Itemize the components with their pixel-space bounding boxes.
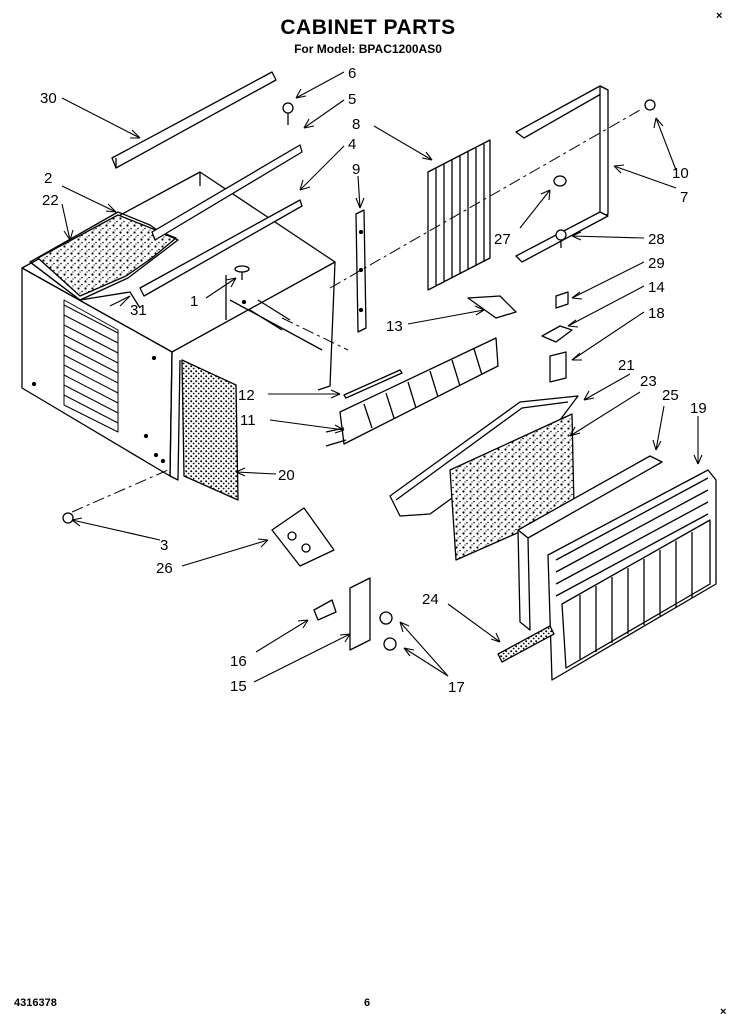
callout-11: 11 — [240, 412, 256, 429]
callout-8: 8 — [352, 116, 360, 133]
top-cover-part-22 — [37, 214, 177, 297]
screw-part-28 — [555, 229, 567, 248]
callout-27: 27 — [494, 231, 511, 248]
document-number: 4316378 — [14, 997, 57, 1009]
callout-30: 30 — [40, 90, 57, 107]
callout-26: 26 — [156, 560, 173, 577]
rail-part-4 — [139, 199, 303, 297]
callout-19: 19 — [690, 400, 707, 417]
callout-6: 6 — [348, 65, 356, 82]
front-grille-part-19 — [547, 469, 717, 681]
bracket-part-26 — [271, 507, 335, 567]
callout-28: 28 — [648, 231, 665, 248]
rod-part-12 — [343, 369, 403, 399]
grommet-part-27 — [553, 175, 567, 187]
callout-24: 24 — [422, 591, 439, 608]
callout-13: 13 — [386, 318, 403, 335]
screw-part-10 — [644, 99, 656, 111]
callout-31: 31 — [130, 302, 147, 319]
screw-part-3 — [62, 512, 74, 524]
top-rail-part-30 — [111, 71, 277, 169]
cabinet-body — [21, 171, 336, 481]
callout-22: 22 — [42, 192, 59, 209]
callout-14: 14 — [648, 279, 665, 296]
corner-mark-bottom-right: × — [720, 1006, 727, 1018]
filter-part-23 — [449, 413, 575, 561]
callout-2: 2 — [44, 170, 52, 187]
corner-mark-top-right: × — [716, 10, 723, 22]
callout-12: 12 — [238, 387, 255, 404]
callout-4: 4 — [348, 136, 356, 153]
side-insulation-part-20 — [181, 359, 239, 501]
mounting-plate-part-15 — [349, 577, 371, 651]
vent-assembly-part-11 — [325, 337, 499, 447]
callout-15: 15 — [230, 678, 247, 695]
callout-21: 21 — [618, 357, 635, 374]
top-seal-part-2 — [29, 211, 179, 301]
callout-17: 17 — [448, 679, 465, 696]
clip-part-16 — [313, 599, 337, 621]
callout-1: 1 — [190, 293, 198, 310]
strip-part-24 — [497, 625, 555, 663]
callout-10: 10 — [672, 165, 689, 182]
screw-part-6 — [282, 102, 294, 125]
louver-panel-part-8 — [427, 139, 491, 291]
model-subtitle: For Model: BPAC1200AS0 — [294, 42, 442, 56]
hinge-part-18 — [549, 351, 567, 383]
callout-25: 25 — [662, 387, 679, 404]
callout-29: 29 — [648, 255, 665, 272]
knob-part-1 — [234, 265, 250, 305]
screws-part-17 — [379, 611, 397, 651]
callout-7: 7 — [680, 189, 688, 206]
damper-part-13 — [467, 295, 517, 319]
front-frame-part-25 — [517, 455, 663, 631]
latch-part-14 — [541, 325, 573, 343]
callout-20: 20 — [278, 467, 295, 484]
page-number: 6 — [364, 997, 371, 1009]
clip-part-29 — [555, 291, 569, 309]
callout-16: 16 — [230, 653, 247, 670]
rail-part-5 — [151, 144, 303, 241]
callout-3: 3 — [160, 537, 168, 554]
page-title: CABINET PARTS — [280, 16, 456, 39]
callout-5: 5 — [348, 91, 356, 108]
callout-18: 18 — [648, 305, 665, 322]
callout-9: 9 — [352, 161, 360, 178]
callout-23: 23 — [640, 373, 657, 390]
